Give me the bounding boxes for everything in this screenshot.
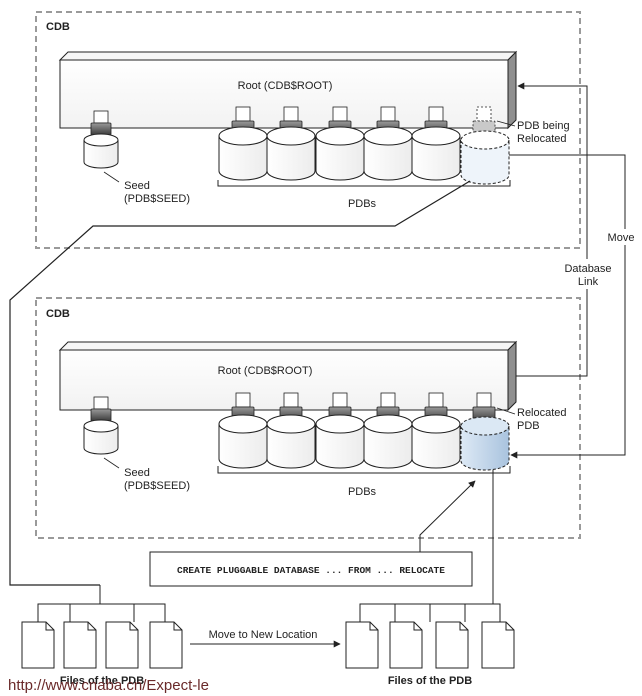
pdb-3-bottom (315, 392, 365, 469)
relocating-label-2: Relocated (517, 133, 567, 145)
cdb-bottom-label: CDB (46, 308, 70, 320)
move-label-bg (603, 229, 639, 245)
file-icon (481, 621, 515, 669)
pdbs-bracket-bottom (217, 466, 511, 474)
root-label-bottom: Root (CDB$ROOT) (218, 365, 313, 377)
pdbs-label-top: PDBs (348, 198, 377, 210)
watermark: http://www.cnaba.cn/Expect-le (8, 677, 209, 694)
pdb-4-top (363, 106, 413, 181)
files-left (21, 585, 183, 669)
seed-leader-bottom (103, 457, 120, 469)
pdb-being-relocated (460, 106, 510, 185)
cdb-bottom-border (35, 297, 581, 539)
relocated-pdb (460, 392, 510, 471)
relocating-leader (496, 120, 516, 127)
database-link-arrow (516, 82, 588, 377)
move-arrow (509, 154, 626, 459)
pdb-group-bottom (218, 392, 510, 471)
cdb-top-border (35, 11, 581, 249)
pdbs-bracket-top (217, 180, 511, 187)
move-label: Move (608, 232, 635, 244)
root-label-top: Root (CDB$ROOT) (238, 80, 333, 92)
pdb-3-top (315, 106, 365, 181)
command-text: CREATE PLUGGABLE DATABASE ... FROM ... R… (177, 565, 445, 576)
pdb-group-top (218, 106, 510, 185)
command-box (149, 551, 473, 587)
files-right (345, 603, 515, 669)
pdb-1-top (218, 106, 268, 181)
files-left-label: Files of the PDB (60, 675, 144, 687)
seed-database-bottom (83, 396, 119, 455)
seed-label-bottom-1: Seed (124, 467, 150, 479)
command-arrow (419, 480, 476, 552)
database-link-label-2: Link (578, 276, 599, 288)
file-icon (149, 621, 183, 669)
files-right-label: Files of the PDB (388, 675, 472, 687)
relocated-label-2: PDB (517, 420, 540, 432)
seed-label-top-1: Seed (124, 180, 150, 192)
pdb-2-bottom (266, 392, 316, 469)
cdb-top-label: CDB (46, 21, 70, 33)
pdb-1-bottom (218, 392, 268, 469)
database-link-label-1: Database (564, 263, 611, 275)
file-icon (105, 621, 139, 669)
relocated-leader (496, 407, 516, 415)
pdb-5-top (411, 106, 461, 181)
pdbs-label-bottom: PDBs (348, 486, 377, 498)
relocated-label-1: Relocated (517, 407, 567, 419)
database-link-label-bg (560, 259, 618, 289)
seed-label-top-2: (PDB$SEED) (124, 193, 190, 205)
pdb-2-top (266, 106, 316, 181)
files-connector-left (9, 180, 471, 586)
file-icon (435, 621, 469, 669)
file-icon (63, 621, 97, 669)
pdb-4-bottom (363, 392, 413, 469)
file-icon (21, 621, 55, 669)
move-files-label: Move to New Location (209, 629, 318, 641)
pdb-5-bottom (411, 392, 461, 469)
file-icon (389, 621, 423, 669)
relocating-label-1: PDB being (517, 120, 570, 132)
seed-leader-top (103, 171, 120, 183)
file-icon (345, 621, 379, 669)
seed-database-top (83, 110, 119, 169)
seed-label-bottom-2: (PDB$SEED) (124, 480, 190, 492)
